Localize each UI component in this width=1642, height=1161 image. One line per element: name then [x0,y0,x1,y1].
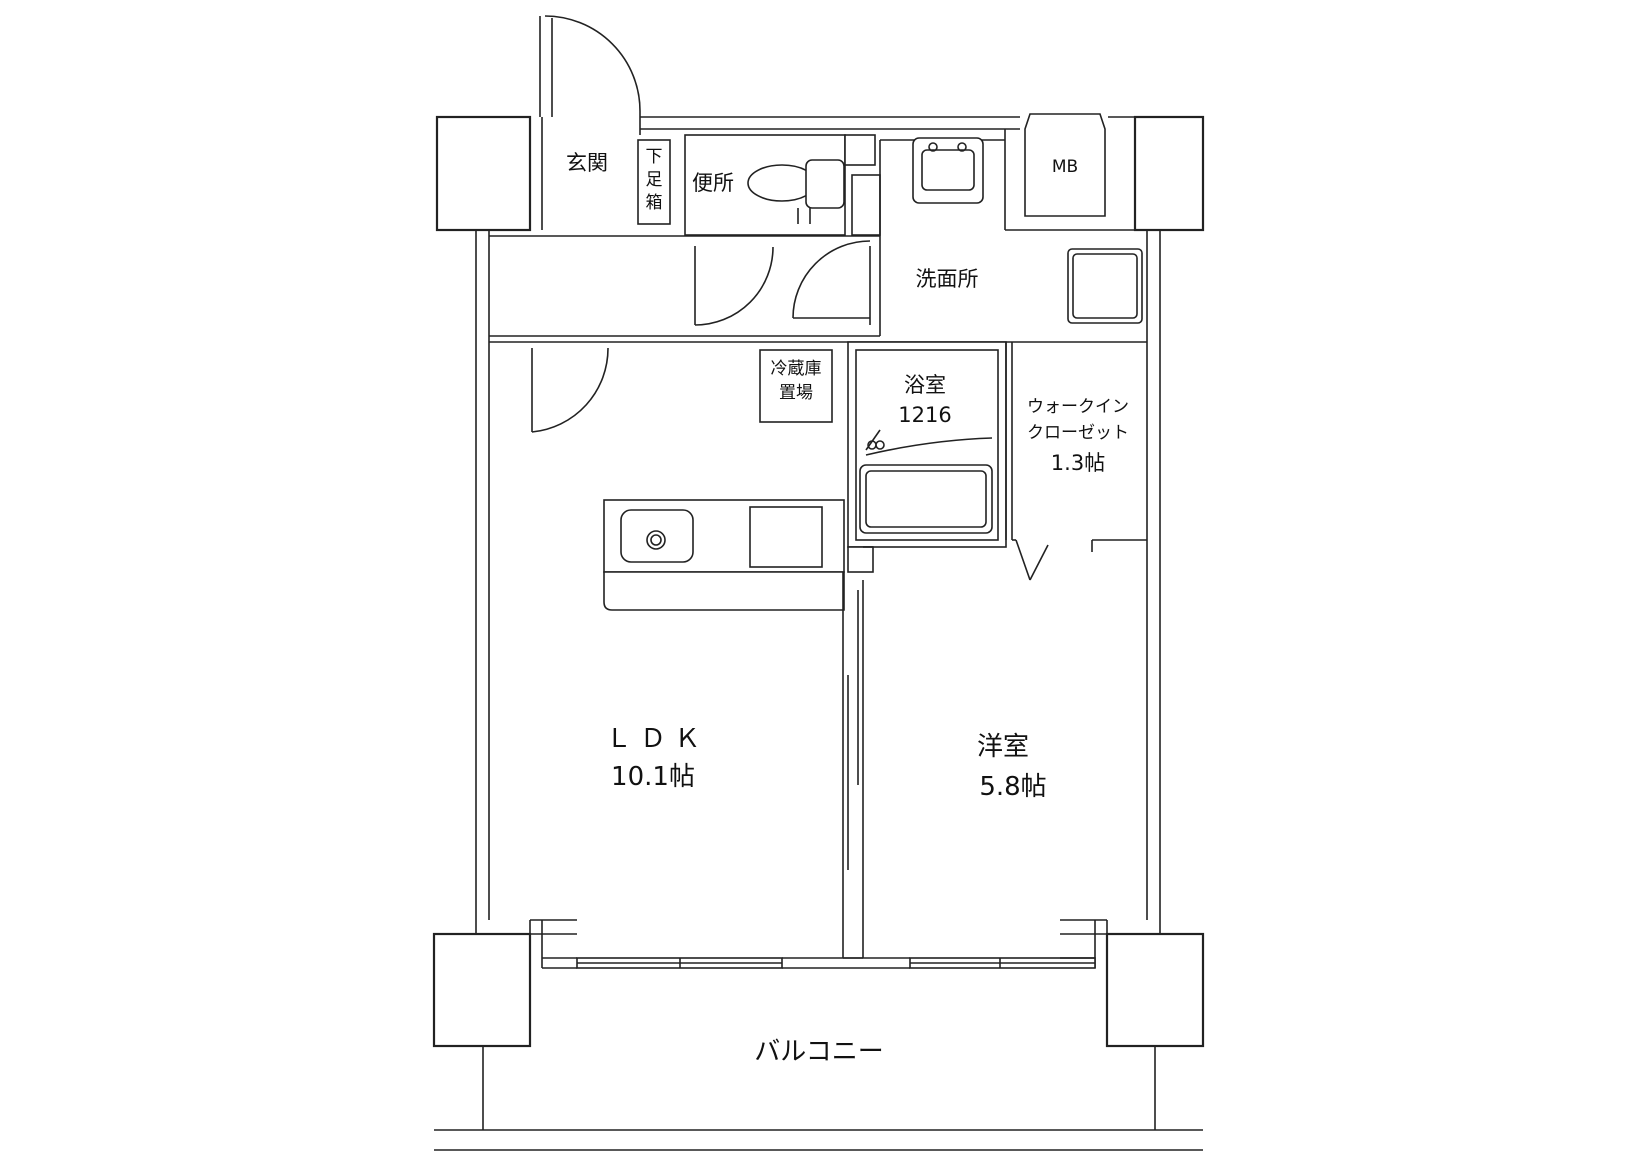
label-western-room-size: 5.8帖 [979,772,1046,802]
label-washroom: 洗面所 [916,267,979,291]
toilet-room [684,134,881,236]
window-ldk [576,957,783,969]
label-toilet: 便所 [692,171,734,195]
label-ldk-name: Ｌ Ｄ Ｋ [606,724,701,754]
walk-in-closet [1005,342,1147,581]
shoe-box [637,139,671,225]
outer-walls [475,116,1161,968]
label-fridge-2: 置場 [779,383,813,403]
label-shoe-box-1: 下 [646,147,663,167]
bathroom [847,341,1007,573]
partition-wall [842,546,873,959]
washroom [879,129,1143,336]
label-closet-size: 1.3帖 [1051,451,1105,475]
label-shoe-box-3: 箱 [646,193,663,213]
label-ldk-size: 10.1帖 [611,762,695,792]
label-shoe-box-2: 足 [646,170,663,190]
meter-box [1024,113,1106,217]
hallway [489,235,1147,343]
label-closet-1: ウォークイン [1027,397,1129,417]
label-bathroom-size: 1216 [898,403,951,427]
column-top-right [1133,115,1205,232]
column-bottom-left [432,932,532,1048]
label-bathroom-name: 浴室 [904,373,946,397]
column-top-left [435,115,532,232]
label-fridge-1: 冷蔵庫 [771,359,822,379]
ldk-door [531,347,609,433]
entrance-door [539,15,641,135]
label-closet-2: クローゼット [1027,423,1129,443]
label-entrance: 玄関 [566,151,608,175]
fridge-space [759,349,833,423]
label-meter-box: MB [1052,157,1078,177]
column-bottom-right [1105,932,1205,1048]
window-western-room [909,957,1096,969]
label-balcony: バルコニー [754,1037,883,1067]
label-western-room-name: 洋室 [977,732,1029,762]
kitchen-counter [603,499,845,611]
balcony [434,1046,1203,1151]
